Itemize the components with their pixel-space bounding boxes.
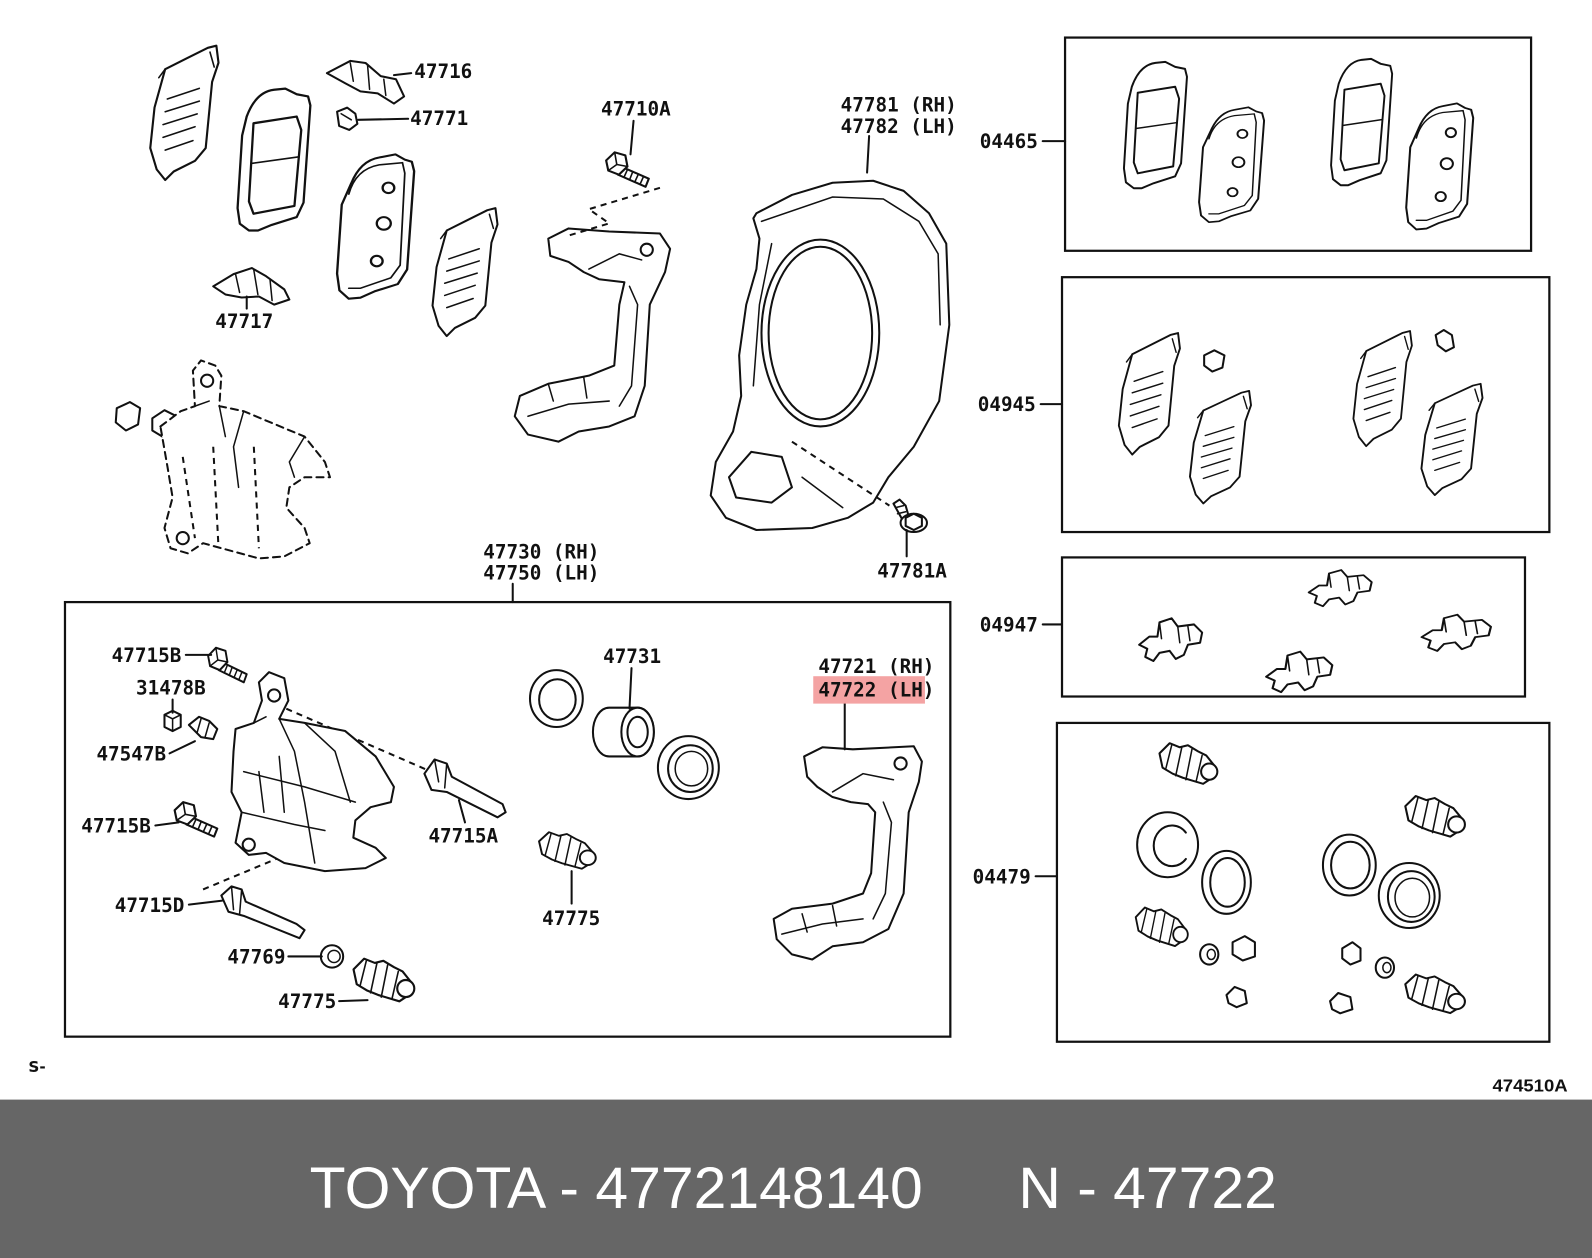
callout-47715b-upper: 47715B	[112, 644, 182, 667]
kit-cylinder-boot-2	[1377, 862, 1441, 930]
sheet-code: S-	[28, 1058, 45, 1076]
pad-wear-clip	[336, 106, 359, 131]
kit-04465-pads	[1122, 57, 1475, 231]
kit-wear-clip-1	[1203, 349, 1226, 373]
anti-squeal-shim-inner	[431, 207, 499, 338]
callout-47771: 47771	[410, 107, 468, 130]
bolt-b-lower	[173, 801, 219, 838]
callout-47769: 47769	[227, 946, 285, 969]
kit-small-clips	[1225, 985, 1354, 1015]
kit-support-plate-1	[1138, 617, 1204, 662]
piston	[591, 706, 655, 758]
caliper-body-upper	[114, 359, 331, 560]
callout-47730-rh: 47730 (RH)	[483, 540, 599, 563]
callout-labels: 47716 47771 47710A 47781 (RH) 47782 (LH)…	[28, 60, 1567, 1095]
leader-lines	[154, 72, 1067, 1003]
brake-pad-inner	[335, 153, 416, 300]
footer-bar	[0, 1099, 1592, 1258]
caliper-assembly-parts	[163, 646, 923, 1003]
kit-wear-clip-2	[1434, 328, 1455, 353]
slide-bushing-boot-center	[538, 831, 597, 870]
pad-support-plate-upper	[325, 59, 406, 105]
kit-pad-3	[1330, 57, 1394, 187]
mounting-bracket-upper	[513, 227, 672, 443]
callout-47775-center: 47775	[542, 907, 600, 930]
kit-04947-clips	[1138, 568, 1492, 694]
kit-04479-frame	[1055, 721, 1551, 1043]
figure-id: 474510A	[1493, 1075, 1568, 1095]
kit-piston-seal-2	[1321, 833, 1377, 897]
callout-47782-lh: 47782 (LH)	[841, 115, 957, 138]
kit-04947-frame	[1060, 556, 1527, 698]
kit-cylinder-boot-1	[1136, 811, 1200, 879]
shield-bolt	[892, 498, 928, 534]
brake-pad-outer	[236, 87, 312, 232]
kit-pad-2	[1198, 106, 1266, 224]
bleeder-plug	[187, 715, 219, 741]
kit-shim-4	[1420, 382, 1484, 497]
callout-47750-lh: 47750 (LH)	[483, 562, 599, 585]
callout-47717: 47717	[215, 310, 273, 333]
slide-bushing-boot-lower	[352, 957, 416, 1003]
kit-support-plate-2	[1307, 568, 1373, 608]
kit-piston-seal-1	[1201, 849, 1252, 915]
selected-part-highlight	[813, 676, 925, 704]
slide-pin-d	[220, 885, 306, 940]
callout-47547b: 47547B	[96, 742, 166, 765]
kit-shim-3	[1352, 330, 1413, 448]
callout-47781-rh: 47781 (RH)	[841, 94, 957, 117]
kit-pad-4	[1405, 102, 1475, 231]
kit-bushings	[1199, 935, 1396, 979]
callout-31478b: 31478B	[136, 676, 206, 699]
piston-seal	[528, 669, 584, 728]
kit-04465-frame	[1063, 36, 1533, 252]
callout-47731: 47731	[603, 645, 661, 668]
kit-boot-2	[1404, 794, 1466, 838]
callout-47715a: 47715A	[428, 825, 498, 848]
bolt-b-upper	[207, 646, 248, 684]
cylinder-boot	[656, 735, 720, 801]
callout-04465: 04465	[980, 130, 1038, 153]
callout-47775-lower: 47775	[278, 990, 336, 1013]
kit-boot-4	[1404, 973, 1466, 1015]
callout-47715b-lower: 47715B	[81, 815, 151, 838]
callout-47722-lh: 47722 (LH)	[818, 679, 934, 702]
footer-brand-part-number: TOYOTA - 4772148140	[310, 1156, 923, 1221]
anti-squeal-shim-outer	[149, 44, 220, 182]
caliper-assembly-frame	[63, 600, 952, 1038]
bleeder-cap	[163, 709, 182, 733]
pad-support-plate-lower	[212, 267, 291, 306]
kit-04945-shims	[1117, 328, 1484, 505]
disc-dust-shield	[709, 179, 951, 532]
bracket-bolt	[605, 151, 650, 188]
slide-bushing	[319, 944, 345, 969]
footer-reference-number: N - 47722	[1018, 1156, 1277, 1221]
kit-support-plate-4	[1420, 613, 1492, 653]
callout-04945: 04945	[978, 393, 1036, 416]
kit-shim-1	[1117, 332, 1181, 456]
callout-47716: 47716	[414, 60, 472, 83]
callout-47721-rh: 47721 (RH)	[818, 655, 934, 678]
kit-shim-2	[1188, 389, 1252, 505]
kit-boot-3	[1134, 906, 1189, 948]
callout-47715d: 47715D	[115, 894, 185, 917]
kit-boot-1	[1158, 742, 1219, 785]
callout-04479: 04479	[973, 865, 1031, 888]
assembly-guides	[202, 186, 890, 891]
callout-04947: 04947	[980, 614, 1038, 637]
kit-04479-seals	[1134, 742, 1466, 1015]
callout-47710a: 47710A	[601, 98, 671, 121]
slide-pin-a	[423, 758, 507, 819]
callout-47781a: 47781A	[877, 560, 947, 583]
disc-brake-mounting	[772, 745, 923, 961]
caliper-cylinder	[230, 671, 395, 873]
upper-parts	[114, 44, 951, 560]
kit-support-plate-3	[1265, 650, 1334, 694]
kit-pad-1	[1122, 60, 1188, 190]
